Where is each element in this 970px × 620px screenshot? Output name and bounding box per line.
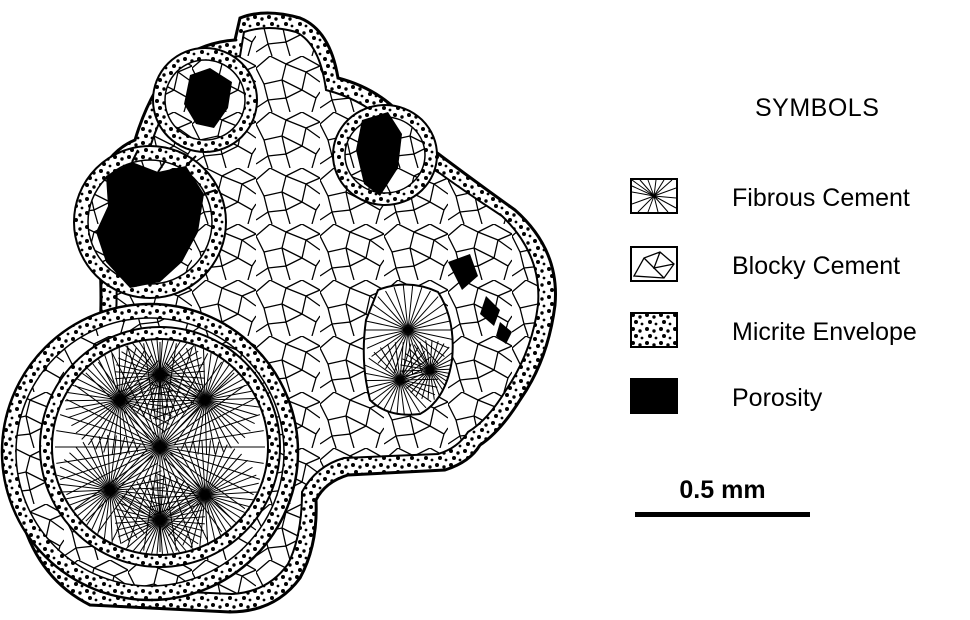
symbols-legend: SYMBOLS Fibrous Cement Blocky Cement <box>620 0 960 620</box>
legend-label-fibrous: Fibrous Cement <box>732 184 910 213</box>
grain-lower-fibrous <box>2 304 298 600</box>
porosity-swatch-icon <box>630 378 678 414</box>
grain-upper-right <box>333 105 437 205</box>
legend-title: SYMBOLS <box>755 94 879 123</box>
scale-bar-label: 0.5 mm <box>635 476 810 505</box>
legend-item-blocky-cement: Blocky Cement <box>630 246 970 286</box>
legend-item-fibrous-cement: Fibrous Cement <box>630 178 970 218</box>
thin-section-drawing <box>0 0 600 620</box>
scale-bar: 0.5 mm <box>635 476 810 536</box>
legend-label-porosity: Porosity <box>732 384 822 413</box>
grain-upper-small <box>153 48 257 152</box>
legend-label-micrite: Micrite Envelope <box>732 318 917 347</box>
fibrous-cement-swatch-icon <box>630 178 678 214</box>
legend-item-porosity: Porosity <box>630 378 970 418</box>
grain-left-porous <box>74 146 226 298</box>
legend-item-micrite-envelope: Micrite Envelope <box>630 312 970 352</box>
blocky-cement-swatch-icon <box>630 246 678 282</box>
scale-bar-line <box>635 512 810 517</box>
legend-label-blocky: Blocky Cement <box>732 252 900 281</box>
micrite-envelope-swatch-icon <box>630 312 678 348</box>
